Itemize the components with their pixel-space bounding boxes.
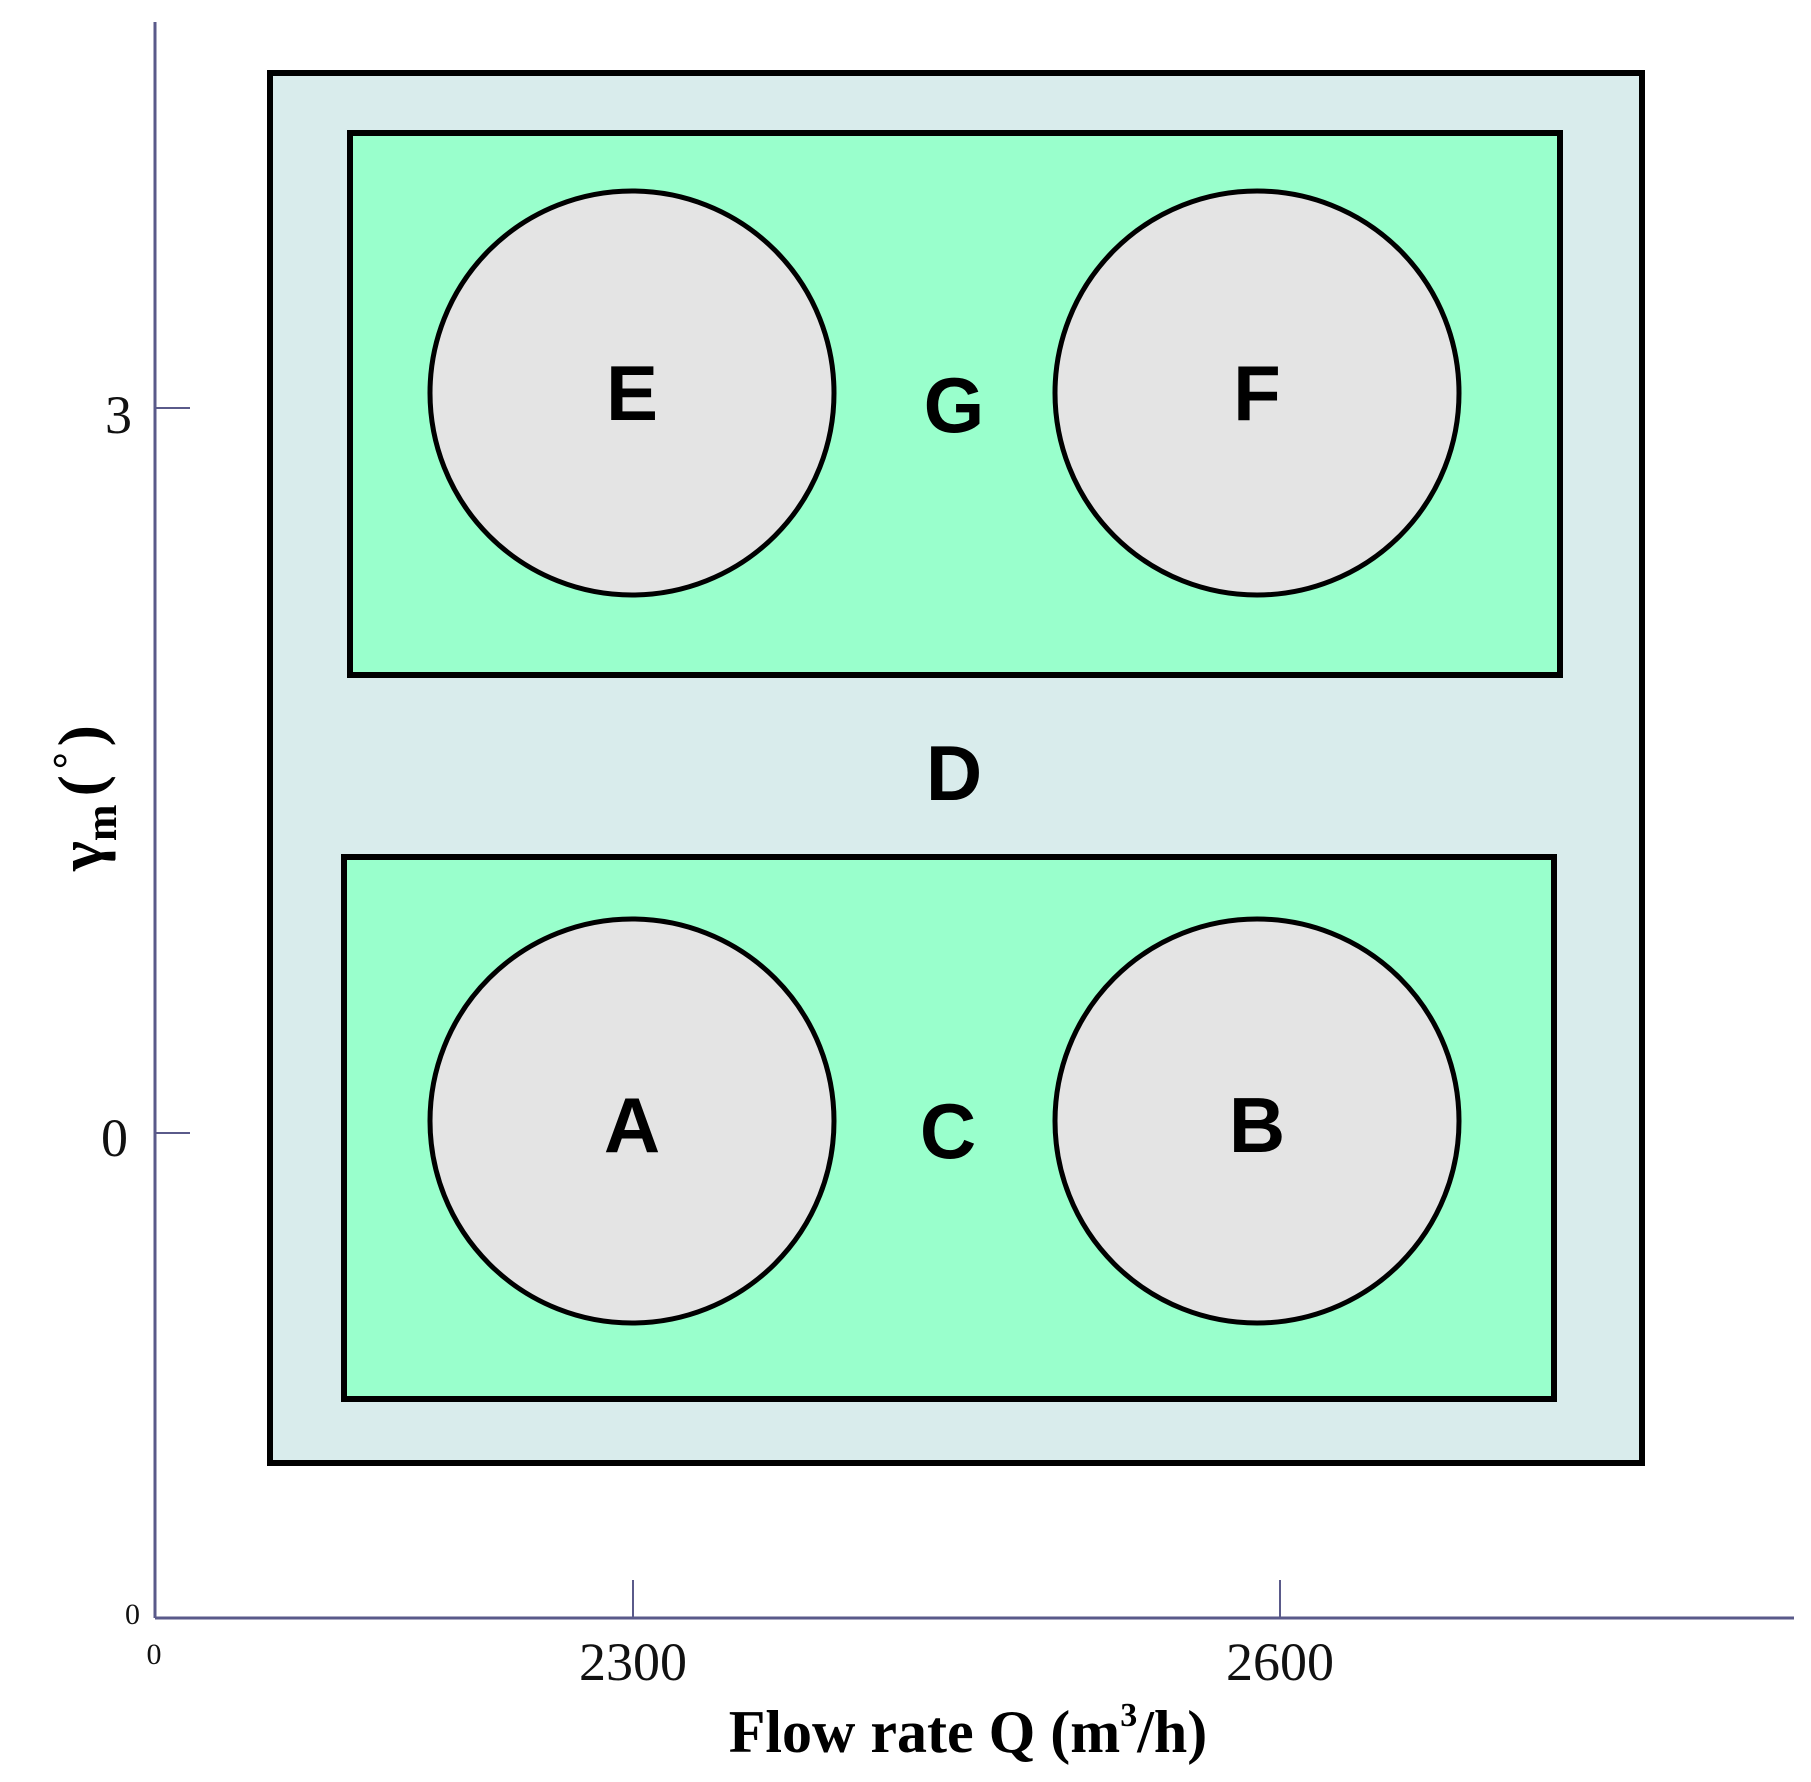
label-c: C xyxy=(920,1087,976,1175)
y-axis-title: γm ( °) xyxy=(45,725,126,872)
y-title-main: γ xyxy=(45,841,116,872)
circle-a xyxy=(427,916,837,1326)
y-title-deg: ° xyxy=(46,752,92,769)
circle-f xyxy=(1052,188,1462,598)
label-d: D xyxy=(926,729,982,817)
label-e: E xyxy=(606,349,658,437)
label-a: A xyxy=(604,1081,660,1169)
circle-b xyxy=(1052,916,1462,1326)
x-axis-title: Flow rate Q (m3/h) xyxy=(729,1697,1208,1765)
x-title-sup: 3 xyxy=(1120,1697,1137,1734)
x-tick-label-2600: 2600 xyxy=(1226,1632,1334,1692)
label-b: B xyxy=(1229,1081,1285,1169)
y-title-close: ) xyxy=(45,725,116,746)
y-title-open: ( xyxy=(45,775,116,796)
x-title-tail: /h) xyxy=(1136,1699,1207,1765)
y-title-sub: m xyxy=(77,804,126,841)
circle-e xyxy=(427,188,837,598)
origin-x-label: 0 xyxy=(147,1638,162,1671)
x-title-main: Flow rate Q (m xyxy=(729,1699,1121,1765)
label-g: G xyxy=(924,361,985,449)
origin-y-label: 0 xyxy=(125,1598,140,1631)
label-f: F xyxy=(1233,349,1281,437)
y-tick-label-0: 0 xyxy=(101,1108,128,1168)
y-tick-label-3: 3 xyxy=(105,385,132,445)
x-tick-label-2300: 2300 xyxy=(579,1632,687,1692)
